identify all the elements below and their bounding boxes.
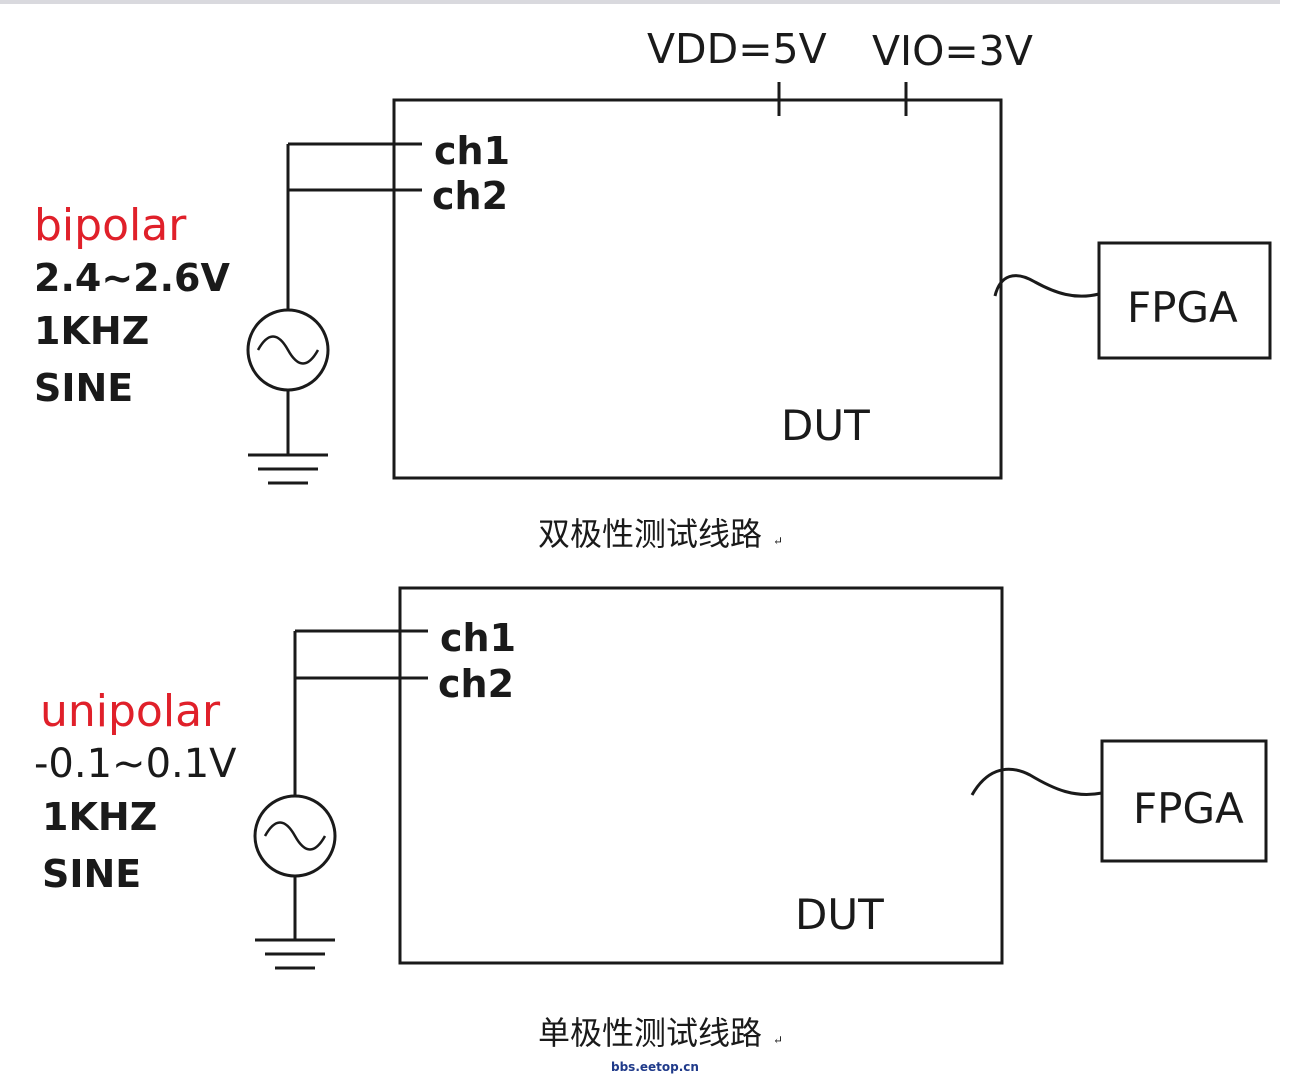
caption-mark-bottom: ↵ [773,1033,783,1047]
ac-sine-source-icon [246,308,330,392]
frequency-label: 1KHZ [34,309,149,353]
amplitude-label: 2.4~2.6V [34,256,230,300]
ac-sine-source-icon [253,794,337,878]
ch2-label: ch2 [438,662,514,706]
dut-label: DUT [781,401,870,450]
fpga-link-bottom [970,767,1103,796]
caption-mark-top: ↵ [773,534,783,548]
watermark: bbs.eetop.cn [611,1060,699,1074]
fpga-link-top [993,274,1100,298]
dut-label: DUT [795,890,884,939]
ch2-label: ch2 [432,174,508,218]
unipolar-circuit: ch1 ch2 unipolar -0.1~0.1V 1KHZ SINE DUT… [34,586,1268,1052]
ch1-label: ch1 [434,129,510,173]
amplitude-label: -0.1~0.1V [34,741,237,787]
mode-label: unipolar [40,686,221,737]
ch1-label: ch1 [440,616,516,660]
dut-box-top [392,98,1003,480]
fpga-box-top [1097,241,1272,360]
caption-top: 双极性测试线路 [538,515,762,553]
vio-label: VIO=3V [872,27,1033,75]
fpga-box-bottom [1100,739,1268,863]
ground-icon [255,938,335,970]
fpga-label: FPGA [1127,283,1238,332]
top-border [0,0,1280,4]
caption-bottom: 单极性测试线路 [538,1014,762,1052]
frequency-label: 1KHZ [42,795,157,839]
mode-label: bipolar [34,200,187,251]
waveform-label: SINE [42,852,141,896]
fpga-label: FPGA [1133,784,1244,833]
dut-box-bottom [398,586,1004,965]
ground-icon [248,453,328,485]
waveform-label: SINE [34,366,133,410]
bipolar-circuit: VDD=5V VIO=3V ch1 ch2 bipolar 2.4~2.6V 1… [34,25,1272,553]
vdd-label: VDD=5V [647,25,827,73]
